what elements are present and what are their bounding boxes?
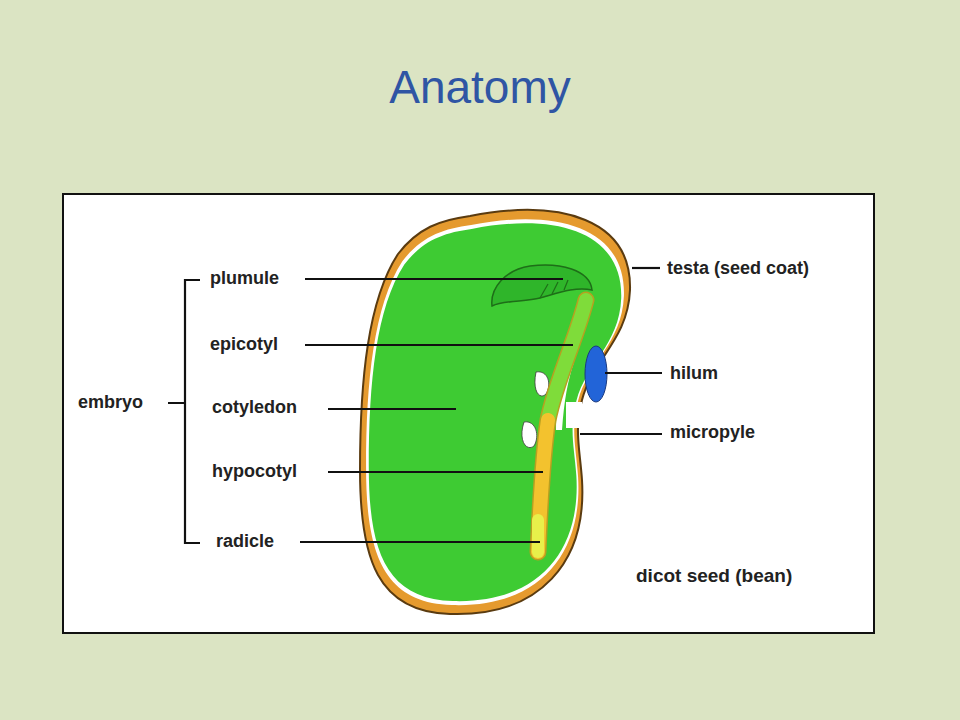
- part-label: micropyle: [670, 423, 755, 443]
- part-label: plumule: [210, 269, 279, 289]
- part-label: testa (seed coat): [667, 259, 809, 279]
- part-label: cotyledon: [212, 398, 297, 418]
- slide-title: Anatomy: [0, 60, 960, 114]
- part-label: radicle: [216, 532, 274, 552]
- part-label: hypocotyl: [212, 462, 297, 482]
- part-label: epicotyl: [210, 335, 278, 355]
- part-label: hilum: [670, 364, 718, 384]
- group-label: embryo: [78, 393, 143, 413]
- frame: [63, 194, 874, 633]
- leader-lines: [168, 268, 662, 543]
- caption-label: dicot seed (bean): [636, 566, 792, 587]
- seed: [360, 210, 630, 614]
